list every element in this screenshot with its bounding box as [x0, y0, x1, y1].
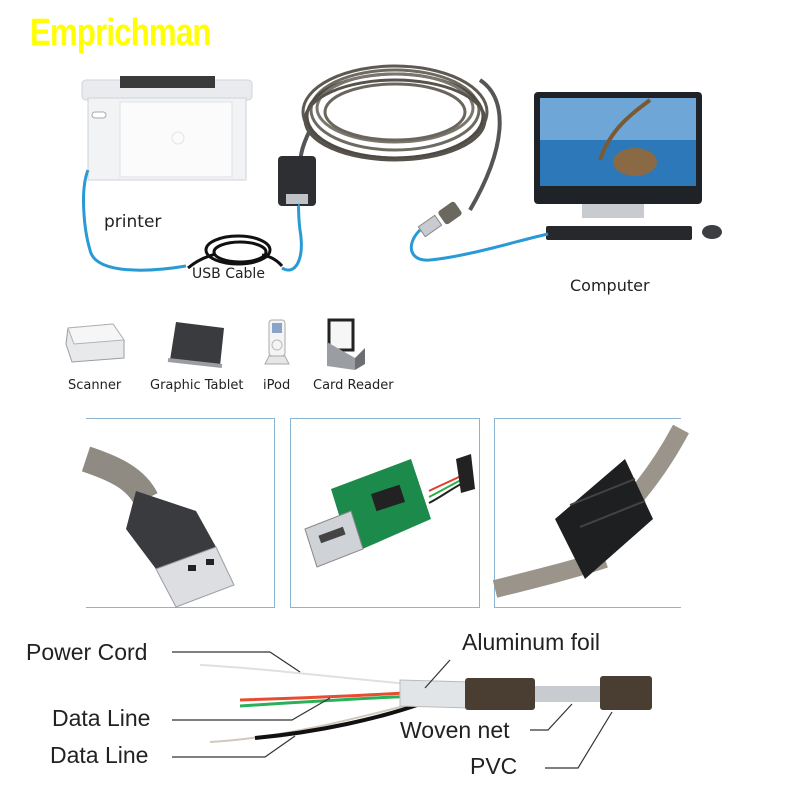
- label-data-line-1: Data Line: [52, 705, 151, 731]
- ipod-icon: [264, 319, 290, 365]
- usb-cable-label: USB Cable: [192, 266, 265, 282]
- connection-diagram: printer USB Cable Computer: [0, 40, 800, 310]
- device-label: iPod: [263, 378, 291, 393]
- detail-photos: [81, 418, 689, 610]
- photo-usb-plug: [81, 418, 275, 608]
- cable-structure: Power Cord Data Line Data Line Aluminum …: [0, 620, 800, 800]
- scanner-icon: [65, 323, 125, 363]
- connection-lines: [82, 169, 549, 272]
- label-data-line-2: Data Line: [50, 742, 149, 768]
- usb-plug-photo: [81, 446, 235, 608]
- device-item-ipod: iPod: [263, 318, 303, 398]
- device-label: Card Reader: [313, 378, 394, 393]
- label-pvc: PVC: [470, 753, 518, 779]
- tablet-icon: [167, 322, 224, 368]
- repeater-box-icon: [278, 156, 316, 206]
- cable-structure-art: [172, 651, 652, 769]
- computer-label: Computer: [570, 276, 650, 295]
- label-power-cord: Power Cord: [26, 639, 148, 665]
- brand-logo: Emprichman: [30, 12, 211, 54]
- cable-coil-icon: [298, 64, 502, 212]
- device-list: Scanner Graphic Tablet iPod Card Reader: [58, 318, 408, 408]
- device-item-card-reader: Card Reader: [313, 318, 408, 398]
- photo-ferrite: [492, 418, 689, 608]
- connection-diagram-art: [81, 64, 722, 272]
- device-item-graphic-tablet: Graphic Tablet: [150, 318, 250, 398]
- card-reader-icon: [327, 318, 365, 370]
- usb-plug-icon: [417, 201, 462, 238]
- label-woven-net: Woven net: [400, 717, 510, 743]
- usb-cable-icon: [187, 234, 284, 270]
- computer-icon: [534, 92, 722, 240]
- label-aluminum-foil: Aluminum foil: [462, 629, 601, 655]
- printer-label: printer: [104, 212, 162, 232]
- pcb-photo: [304, 454, 475, 568]
- device-label: Graphic Tablet: [150, 378, 244, 393]
- device-item-scanner: Scanner: [58, 318, 138, 398]
- printer-icon: [81, 76, 253, 181]
- device-label: Scanner: [68, 378, 122, 393]
- photo-pcb: [290, 418, 480, 608]
- ferrite-core-photo: [492, 424, 689, 598]
